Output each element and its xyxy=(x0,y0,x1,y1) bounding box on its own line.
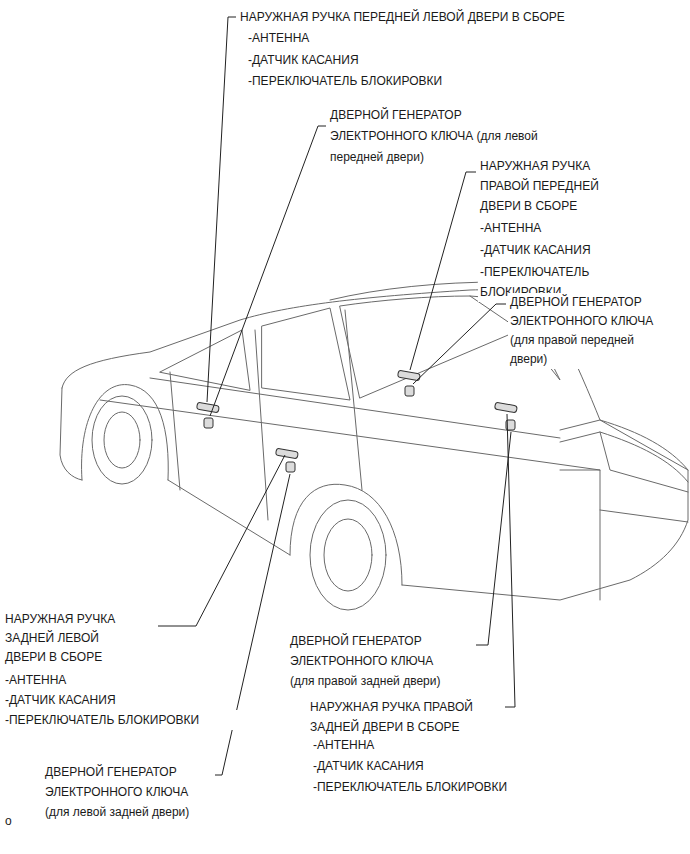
part-feature: -ПЕРЕКЛЮЧАТЕЛЬ БЛОКИРОВКИ xyxy=(246,71,506,91)
page-mark: o xyxy=(3,811,33,831)
part-feature: -ДАТЧИК КАСАНИЯ xyxy=(478,240,628,260)
part-feature: -ДАТЧИК КАСАНИЯ xyxy=(311,756,511,776)
part-label: НАРУЖНАЯ РУЧКА ПРАВОЙ ЗАДНЕЙ ДВЕРИ В СБО… xyxy=(308,697,500,737)
part-label: НАРУЖНАЯ РУЧКА ПЕРЕДНЕЙ ЛЕВОЙ ДВЕРИ В СБ… xyxy=(238,7,658,27)
part-feature: -АНТЕННА xyxy=(3,670,203,690)
part-label: НАРУЖНАЯ РУЧКА ЗАДНЕЙ ЛЕВОЙ ДВЕРИ В СБОР… xyxy=(3,610,133,667)
part-label: НАРУЖНАЯ РУЧКА ПРАВОЙ ПЕРЕДНЕЙ ДВЕРИ В С… xyxy=(478,156,628,216)
part-label: ДВЕРНОЙ ГЕНЕРАТОР ЭЛЕКТРОННОГО КЛЮЧА (дл… xyxy=(288,631,460,691)
part-label: ДВЕРНОЙ ГЕНЕРАТОР ЭЛЕКТРОННОГО КЛЮЧА (дл… xyxy=(508,293,670,369)
part-feature: -АНТЕННА xyxy=(246,28,446,48)
part-label: ДВЕРНОЙ ГЕНЕРАТОР ЭЛЕКТРОННОГО КЛЮЧА (дл… xyxy=(43,762,215,822)
part-feature: -АНТЕННА xyxy=(311,735,511,755)
part-feature: -ДАТЧИК КАСАНИЯ xyxy=(3,690,203,710)
part-feature: -ПЕРЕКЛЮЧАТЕЛЬ БЛОКИРОВКИ xyxy=(3,710,253,730)
part-feature: -АНТЕННА xyxy=(478,218,628,238)
part-feature: -ПЕРЕКЛЮЧАТЕЛЬ БЛОКИРОВКИ xyxy=(311,777,571,797)
part-feature: -ДАТЧИК КАСАНИЯ xyxy=(246,50,446,70)
